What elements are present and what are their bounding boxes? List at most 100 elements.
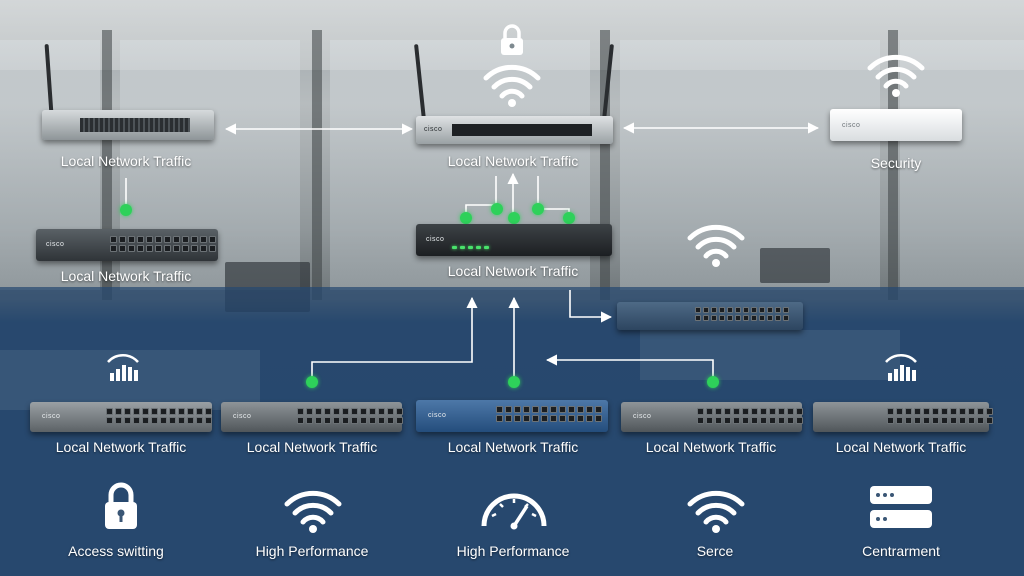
ethernet-port bbox=[169, 408, 176, 415]
ethernet-port bbox=[986, 417, 993, 424]
ethernet-port bbox=[387, 408, 394, 415]
security-appliance[interactable]: cisco bbox=[830, 109, 962, 141]
ethernet-port bbox=[896, 408, 903, 415]
wifi-icon bbox=[483, 64, 541, 107]
ethernet-port bbox=[724, 417, 731, 424]
ethernet-port bbox=[559, 406, 566, 413]
ethernet-port bbox=[110, 245, 117, 252]
background-monitor bbox=[760, 248, 830, 283]
ethernet-port bbox=[297, 408, 304, 415]
ethernet-port bbox=[719, 307, 725, 313]
ethernet-port bbox=[711, 307, 717, 313]
ethernet-port bbox=[146, 236, 153, 243]
ethernet-port bbox=[751, 417, 758, 424]
ethernet-port bbox=[396, 408, 403, 415]
ethernet-port bbox=[137, 236, 144, 243]
ethernet-port bbox=[378, 417, 385, 424]
ethernet-port bbox=[160, 417, 167, 424]
ethernet-port bbox=[505, 406, 512, 413]
ethernet-port bbox=[137, 245, 144, 252]
ethernet-port bbox=[751, 408, 758, 415]
ethernet-port bbox=[106, 408, 113, 415]
ethernet-port bbox=[128, 236, 135, 243]
ethernet-port bbox=[200, 236, 207, 243]
switch-bottom-5[interactable] bbox=[813, 402, 993, 432]
wifi-icon bbox=[284, 490, 342, 533]
router-center-label: Local Network Traffic bbox=[447, 153, 579, 169]
ethernet-port bbox=[182, 245, 189, 252]
ethernet-port bbox=[751, 315, 757, 321]
ethernet-port bbox=[119, 245, 126, 252]
ethernet-port bbox=[496, 406, 503, 413]
switch-bottom-1[interactable]: cisco bbox=[30, 402, 212, 432]
ethernet-port bbox=[541, 415, 548, 422]
signal-strength-icon bbox=[885, 353, 917, 381]
ethernet-port bbox=[514, 415, 521, 422]
ethernet-port bbox=[759, 315, 765, 321]
ethernet-port bbox=[155, 245, 162, 252]
ethernet-port bbox=[532, 406, 539, 413]
ethernet-port bbox=[209, 236, 216, 243]
ethernet-port bbox=[191, 245, 198, 252]
router-middle[interactable]: cisco bbox=[416, 224, 612, 256]
switch-bottom-2[interactable]: cisco bbox=[221, 402, 403, 432]
ethernet-port bbox=[333, 417, 340, 424]
switch-bottom-3[interactable]: cisco bbox=[416, 400, 608, 432]
ethernet-port bbox=[787, 417, 794, 424]
switch-left[interactable]: cisco bbox=[36, 229, 218, 261]
ethernet-port bbox=[887, 408, 894, 415]
ethernet-port bbox=[369, 417, 376, 424]
router-center[interactable]: cisco bbox=[416, 116, 613, 144]
ethernet-port bbox=[577, 415, 584, 422]
ethernet-port bbox=[568, 406, 575, 413]
ethernet-port bbox=[706, 408, 713, 415]
ethernet-port bbox=[568, 415, 575, 422]
ethernet-port bbox=[550, 406, 557, 413]
router-left[interactable] bbox=[42, 110, 214, 140]
ethernet-port bbox=[735, 307, 741, 313]
switch-bottom-4[interactable]: cisco bbox=[621, 402, 803, 432]
link-status-dot bbox=[491, 203, 503, 215]
brand-logo: cisco bbox=[428, 412, 447, 419]
ethernet-port bbox=[146, 245, 153, 252]
switch-ports bbox=[695, 307, 789, 321]
brand-logo: cisco bbox=[424, 126, 443, 133]
ethernet-port bbox=[142, 408, 149, 415]
ethernet-port bbox=[577, 406, 584, 413]
ethernet-port bbox=[164, 245, 171, 252]
ethernet-port bbox=[727, 315, 733, 321]
ethernet-port bbox=[727, 307, 733, 313]
ethernet-port bbox=[787, 408, 794, 415]
ethernet-port bbox=[743, 307, 749, 313]
router-vent bbox=[80, 118, 190, 132]
signal-strength-icon bbox=[107, 353, 139, 381]
ethernet-port bbox=[932, 417, 939, 424]
ethernet-port bbox=[735, 315, 741, 321]
ethernet-port bbox=[550, 415, 557, 422]
ethernet-port bbox=[196, 417, 203, 424]
ethernet-port bbox=[191, 236, 198, 243]
ethernet-port bbox=[914, 408, 921, 415]
switch-right-middle[interactable] bbox=[617, 302, 803, 330]
ethernet-port bbox=[151, 417, 158, 424]
ethernet-port bbox=[941, 408, 948, 415]
ethernet-port bbox=[769, 417, 776, 424]
ethernet-port bbox=[775, 315, 781, 321]
router-middle-label: Local Network Traffic bbox=[447, 263, 579, 279]
ethernet-port bbox=[142, 417, 149, 424]
switch-ports bbox=[106, 408, 212, 424]
ethernet-port bbox=[523, 415, 530, 422]
ethernet-port bbox=[342, 417, 349, 424]
feature-label: Centrarment bbox=[862, 543, 940, 559]
ethernet-port bbox=[905, 417, 912, 424]
ethernet-port bbox=[106, 417, 113, 424]
ethernet-port bbox=[968, 417, 975, 424]
ethernet-port bbox=[896, 417, 903, 424]
ethernet-port bbox=[733, 408, 740, 415]
switch-bottom-2-label: Local Network Traffic bbox=[246, 439, 378, 455]
ethernet-port bbox=[187, 417, 194, 424]
ethernet-port bbox=[977, 417, 984, 424]
ethernet-port bbox=[950, 408, 957, 415]
